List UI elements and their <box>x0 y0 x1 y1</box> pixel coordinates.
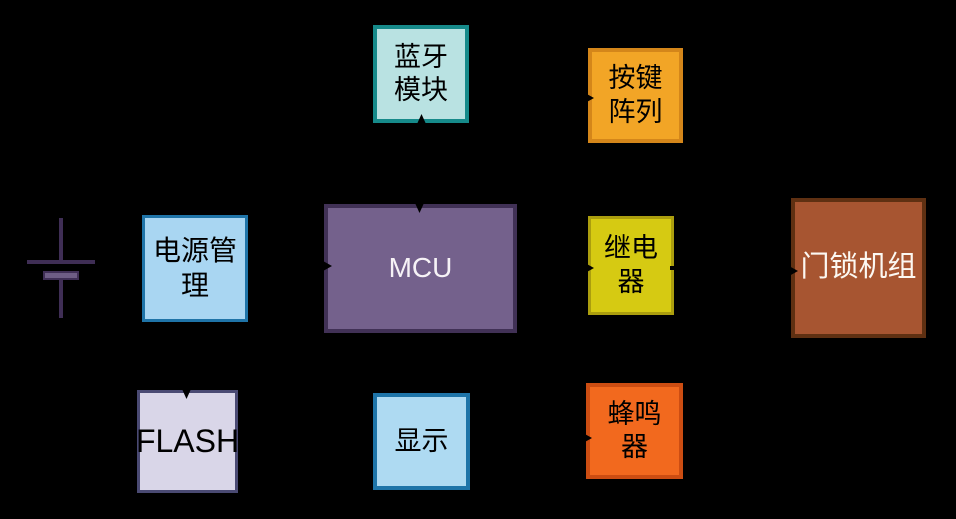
block-label: 蓝牙 <box>394 41 448 72</box>
battery-long-plate <box>27 260 95 264</box>
block-label: 电源管 <box>152 234 237 266</box>
block-label: 蜂鸣 <box>607 398 662 429</box>
block-door-lock-unit: 门锁机组 <box>791 198 926 338</box>
block-label: MCU <box>388 252 453 284</box>
block-label: 显示 <box>394 425 449 456</box>
block-label: FLASH <box>135 422 240 459</box>
battery-top-lead <box>59 218 63 262</box>
block-mcu: MCU <box>324 204 517 333</box>
block-label: 按键 <box>608 63 663 94</box>
arrowhead-icon <box>789 266 798 276</box>
block-label: 阵列 <box>608 96 663 127</box>
block-label: 器 <box>621 432 648 462</box>
arrowhead-icon <box>585 93 594 103</box>
block-bluetooth-module: 蓝牙 模块 <box>373 25 469 123</box>
block-label: 继电 <box>604 233 658 264</box>
arrowhead-icon <box>323 261 332 271</box>
connector-stub-icon <box>670 266 674 270</box>
block-relay: 继电 器 <box>588 216 674 315</box>
block-label: 模块 <box>394 75 448 105</box>
battery-bottom-lead <box>59 280 63 318</box>
block-display: 显示 <box>373 393 470 490</box>
arrowhead-icon <box>415 203 424 213</box>
block-flash-memory: FLASH <box>135 390 240 493</box>
block-label: 门锁机组 <box>800 251 917 284</box>
arrowhead-icon <box>182 389 191 399</box>
arrowhead-icon <box>583 433 592 443</box>
arrowhead-icon <box>417 114 426 124</box>
block-keypad-array: 按键 阵列 <box>588 48 683 143</box>
battery-short-plate <box>43 271 79 280</box>
block-label: 器 <box>617 266 645 297</box>
block-buzzer: 蜂鸣 器 <box>586 383 683 479</box>
arrowhead-icon <box>585 263 594 273</box>
block-label: 理 <box>180 269 209 301</box>
block-power-management: 电源管 理 <box>142 215 248 322</box>
